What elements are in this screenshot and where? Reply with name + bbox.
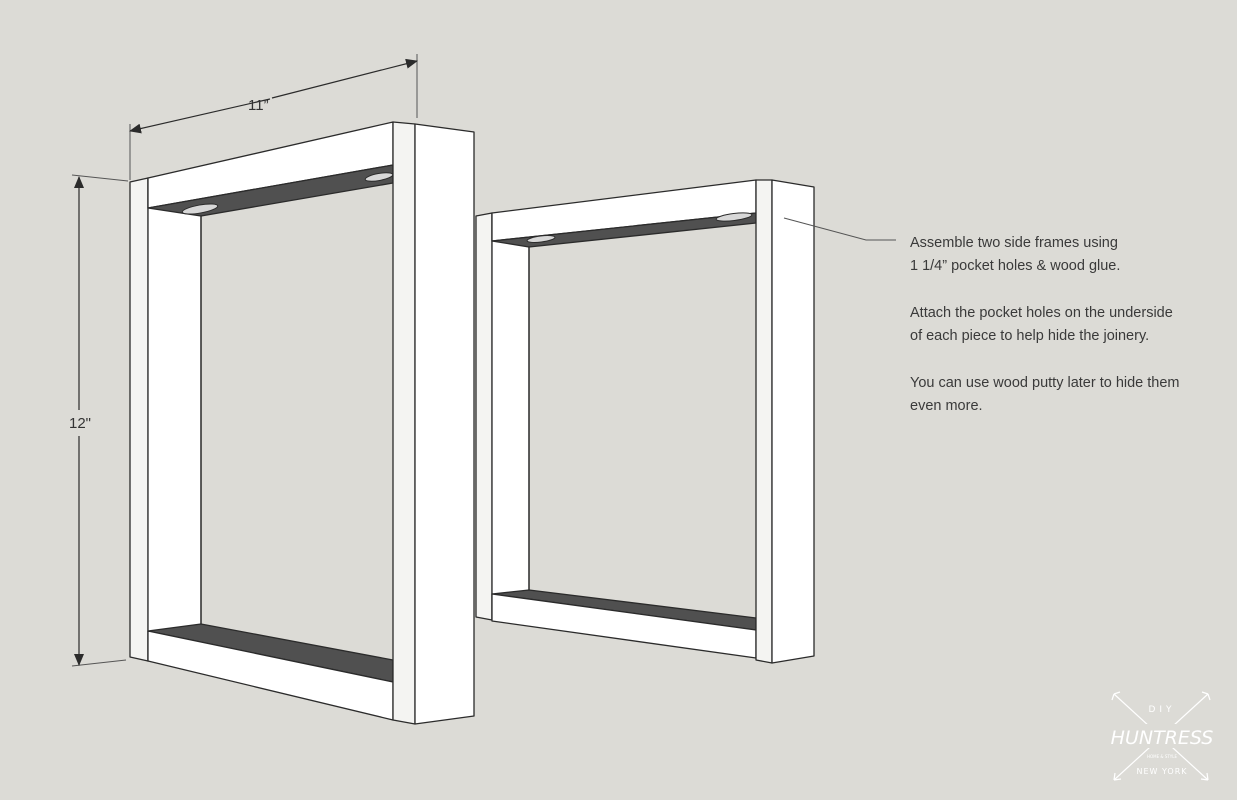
logo-main-text: HUNTRESS — [1111, 727, 1214, 749]
front-frame-right-leg — [392, 121, 416, 725]
instruction-step-3: You can use wood putty later to hide the… — [910, 375, 1180, 414]
width-dimension-line — [129, 98, 271, 134]
logo-banner — [1112, 724, 1210, 748]
height-extension-bottom — [71, 659, 127, 667]
front-side-frame — [129, 121, 475, 725]
logo-arrow-feather — [1111, 691, 1211, 701]
back-frame-right-leg-side — [771, 179, 815, 664]
front-frame-left-leg — [129, 177, 149, 662]
instruction-step-1: Assemble two side frames using 1 1/4” po… — [910, 235, 1121, 274]
back-side-frame — [475, 179, 815, 664]
height-label: 12" — [69, 415, 91, 432]
height-extension-top — [71, 174, 129, 182]
logo-top-text: DIY — [1148, 705, 1175, 715]
logo-small-text: HOME & STYLE — [1147, 754, 1177, 759]
diy-huntress-logo: DIY HUNTRESS HOME & STYLE NEW YORK — [1111, 691, 1214, 781]
back-frame-left-leg-inner — [491, 212, 530, 621]
height-dimension: 12" — [69, 174, 129, 667]
logo-bottom-text: NEW YORK — [1136, 767, 1187, 776]
logo-arrow-tip — [1113, 772, 1209, 781]
width-dimension: 11” — [129, 54, 418, 180]
instruction-step-2: Attach the pocket holes on the underside… — [910, 305, 1173, 344]
front-frame-right-leg-side — [414, 123, 475, 725]
width-dimension-line — [271, 58, 418, 99]
pocket-hole — [181, 203, 219, 215]
width-label: 11” — [248, 97, 269, 114]
callout-leader-line — [783, 217, 896, 241]
back-frame-left-leg — [475, 212, 493, 621]
instructions-callout: Assemble two side frames using 1 1/4” po… — [910, 232, 1220, 442]
pocket-hole — [526, 235, 556, 243]
front-frame-left-leg-inner — [147, 177, 202, 662]
back-frame-right-leg — [755, 179, 773, 664]
pocket-hole — [715, 212, 753, 222]
